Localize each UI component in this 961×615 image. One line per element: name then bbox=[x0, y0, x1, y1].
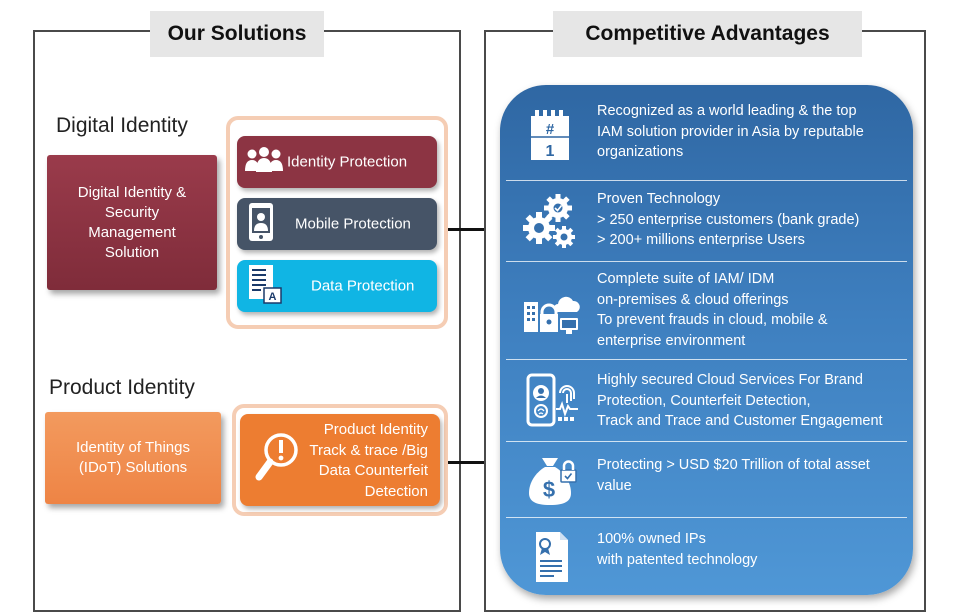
calendar-rank-icon: # 1 bbox=[522, 107, 580, 165]
our-solutions-title: Our Solutions bbox=[150, 11, 324, 57]
product-item-line: Track & trace /Big bbox=[309, 441, 428, 459]
product-item-line: Detection bbox=[364, 482, 428, 500]
money-bag-lock-icon: $ bbox=[522, 450, 580, 508]
advantage-line: 100% owned IPs bbox=[597, 531, 706, 547]
advantage-row: $ Protecting > USD $20 Trillion of total… bbox=[500, 442, 913, 518]
advantage-row: # 1 Recognized as a world leading & the … bbox=[500, 85, 913, 181]
row-divider bbox=[506, 517, 907, 518]
identity-protection-item: Identity Protection bbox=[237, 136, 437, 188]
advantage-line: with patented technology bbox=[597, 551, 758, 568]
svg-text:1: 1 bbox=[546, 143, 555, 160]
row-divider bbox=[506, 441, 907, 442]
advantage-line: on-premises & cloud offerings bbox=[597, 291, 789, 308]
advantage-line: value bbox=[597, 477, 632, 494]
people-icon bbox=[244, 145, 284, 179]
document-icon: A bbox=[248, 264, 282, 308]
digital-box-line: Security bbox=[104, 203, 160, 221]
advantage-line: Proven Technology bbox=[597, 191, 721, 207]
digital-box-line: Solution bbox=[104, 243, 160, 261]
product-item-line: Data Counterfeit bbox=[318, 462, 428, 479]
digital-box-line: Digital Identity & bbox=[77, 183, 187, 201]
mobile-protection-item: Mobile Protection bbox=[237, 198, 437, 250]
digital-identity-heading: Digital Identity bbox=[56, 114, 188, 137]
connector-line-top bbox=[448, 228, 486, 231]
svg-text:A: A bbox=[269, 291, 277, 303]
mobile-biometric-icon bbox=[522, 373, 580, 431]
digital-identity-solution-box: Digital Identity & Security Management S… bbox=[47, 155, 217, 290]
mobile-phone-icon bbox=[248, 202, 274, 246]
advantage-row: Complete suite of IAM/ IDM on-premises &… bbox=[500, 262, 913, 360]
product-identity-item: Product Identity Track & trace /Big Data… bbox=[240, 414, 440, 506]
svg-text:$: $ bbox=[543, 477, 555, 502]
advantage-row: 100% owned IPs with patented technology bbox=[500, 518, 913, 595]
mobile-protection-label: Mobile Protection bbox=[295, 215, 411, 233]
advantage-row: Proven Technology > 250 enterprise custo… bbox=[500, 181, 913, 262]
idot-box-line: Identity of Things bbox=[76, 439, 190, 456]
advantage-line: Track and Trace and Customer Engagement bbox=[597, 413, 883, 429]
advantage-line: Highly secured Cloud Services For Brand bbox=[597, 372, 863, 388]
data-protection-item: A Data Protection bbox=[237, 260, 437, 312]
magnifier-alert-icon bbox=[255, 432, 299, 488]
advantage-line: Protection, Counterfeit Detection, bbox=[597, 392, 811, 409]
row-divider bbox=[506, 359, 907, 360]
advantage-line: > 250 enterprise customers (bank grade) bbox=[597, 211, 860, 228]
svg-text:#: # bbox=[546, 121, 555, 138]
product-identity-heading: Product Identity bbox=[49, 376, 195, 399]
digital-box-line: Management bbox=[88, 223, 176, 241]
row-divider bbox=[506, 261, 907, 262]
advantage-line: To prevent frauds in cloud, mobile & bbox=[597, 312, 828, 328]
advantage-line: Recognized as a world leading & the top bbox=[597, 103, 857, 119]
advantage-line: enterprise environment bbox=[597, 332, 746, 349]
gears-icon bbox=[522, 193, 580, 251]
advantage-line: organizations bbox=[597, 144, 684, 160]
advantage-line: Complete suite of IAM/ IDM bbox=[597, 271, 775, 287]
advantage-line: Protecting > USD $20 Trillion of total a… bbox=[597, 457, 870, 473]
certificate-icon bbox=[522, 528, 580, 586]
competitive-advantages-title: Competitive Advantages bbox=[553, 11, 862, 57]
advantage-line: > 200+ millions enterprise Users bbox=[597, 232, 805, 248]
connector-line-bottom bbox=[448, 461, 486, 464]
identity-protection-label: Identity Protection bbox=[287, 153, 408, 171]
product-item-line: Product Identity bbox=[323, 421, 428, 438]
idot-box-line: (IDoT) Solutions bbox=[78, 459, 188, 476]
advantage-line: IAM solution provider in Asia by reputab… bbox=[597, 123, 864, 140]
advantages-card: # 1 Recognized as a world leading & the … bbox=[500, 85, 913, 595]
idot-solutions-box: Identity of Things (IDoT) Solutions bbox=[45, 412, 221, 504]
cloud-enterprise-icon bbox=[522, 282, 580, 340]
data-protection-label: Data Protection bbox=[311, 277, 415, 295]
advantage-row: Highly secured Cloud Services For Brand … bbox=[500, 360, 913, 442]
row-divider bbox=[506, 180, 907, 181]
